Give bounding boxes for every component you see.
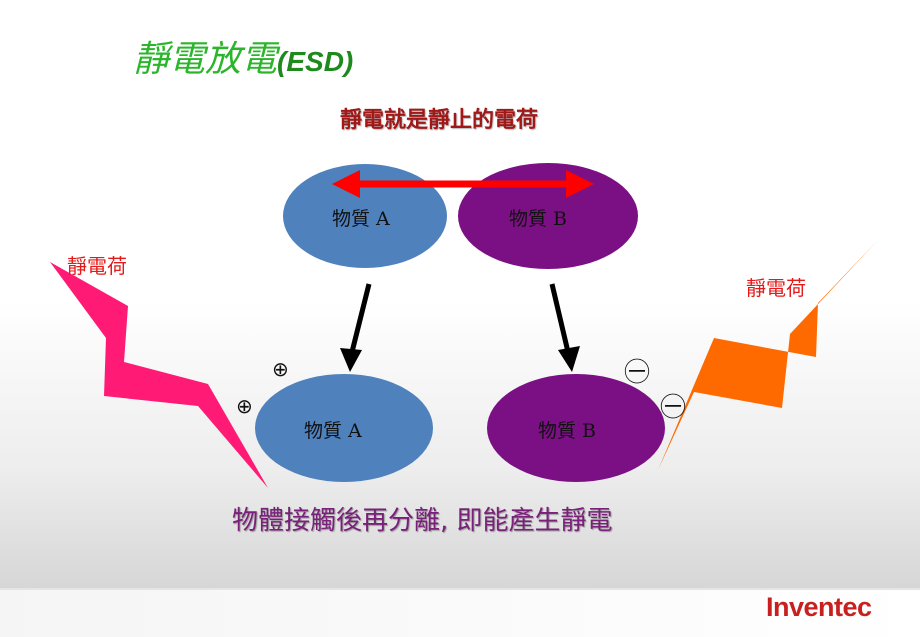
esd-diagram: 物質 A 物質 B 物質 A 物質 B ⊕ ⊕ ㊀ ㊀ [50,163,878,488]
inventec-logo: Inventec [766,592,872,622]
bottom-node-b-label: 物質 B [538,420,596,442]
left-charge-label: 靜電荷 [67,254,127,278]
separation-arrow-b [549,283,580,372]
title-english: (ESD) [277,46,354,77]
right-lightning-bolt [658,240,878,470]
negative-charge-symbol: ㊀ [624,358,650,388]
right-charge-label: 靜電荷 [746,276,806,300]
slide-background [0,0,920,590]
bottom-node-a [255,374,433,482]
slide-footer [0,590,920,637]
bottom-caption: 物體接觸後再分離, 即能產生靜電 [232,506,613,536]
bottom-node-a-label: 物質 A [304,420,362,442]
top-node-a-label: 物質 A [332,208,390,230]
top-node-b-label: 物質 B [509,208,567,230]
negative-charge-symbol: ㊀ [660,393,686,423]
slide-subtitle: 靜電就是靜止的電荷 [340,108,539,133]
positive-charge-symbol: ⊕ [272,357,289,381]
bottom-node-b [487,374,665,482]
separation-arrow-a [340,283,372,372]
positive-charge-symbol: ⊕ [236,394,253,418]
title-chinese: 靜電放電 [133,39,278,80]
left-lightning-bolt [50,262,268,488]
footer-divider [0,588,920,590]
slide-title: 靜電放電(ESD) [133,30,353,82]
